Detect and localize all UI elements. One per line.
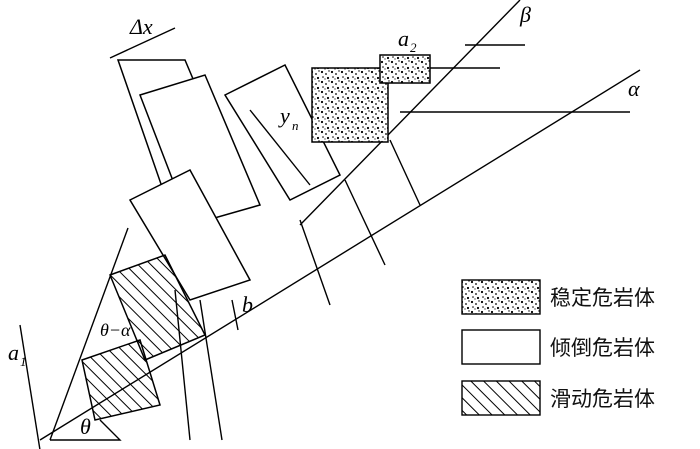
dimensions — [19, 27, 311, 449]
label-yn-sub: n — [292, 118, 299, 133]
label-theta: θ — [80, 414, 91, 439]
joint-line-3 — [299, 219, 331, 306]
label-yn: y — [278, 103, 290, 128]
label-a2-sub: 2 — [410, 40, 417, 55]
b-dim — [231, 299, 239, 331]
legend-swatch-sliding — [461, 380, 541, 416]
delta-x-dim — [109, 27, 176, 59]
sliding-block-lower — [81, 339, 161, 421]
label-b: b — [242, 292, 253, 317]
label-a1-sub: 1 — [20, 354, 27, 369]
theta-ray — [49, 227, 129, 441]
theta-base — [50, 419, 122, 441]
label-delta-x: Δx — [129, 14, 153, 39]
legend-label-sliding: 滑动危岩体 — [550, 387, 655, 411]
label-alpha: α — [628, 76, 640, 101]
label-theta-minus-alpha: θ−α — [100, 320, 131, 340]
legend-swatch-toppling — [461, 329, 541, 365]
toppling-block-4 — [223, 63, 342, 201]
label-a1: a — [8, 340, 19, 365]
yn-dim — [249, 109, 311, 186]
symbol-labels: Δx a 2 y n b α β a 1 θ−α θ — [8, 2, 640, 439]
joint-line-5 — [389, 139, 421, 206]
joint-line-4 — [344, 179, 386, 266]
legend-label-stable: 稳定危岩体 — [550, 286, 655, 310]
sliding-block-upper — [109, 254, 207, 361]
joint-line-2 — [199, 299, 223, 441]
legend-label-toppling: 倾倒危岩体 — [550, 336, 655, 360]
stable-block — [311, 67, 389, 143]
label-beta: β — [519, 2, 531, 27]
stable-block-group — [311, 54, 431, 143]
sliding-block-group — [81, 254, 207, 421]
stable-block-small — [379, 54, 431, 84]
legend-swatch-stable — [461, 279, 541, 315]
toppling-blocks — [116, 59, 342, 301]
label-a2: a — [398, 26, 409, 51]
a1-dim — [19, 324, 41, 449]
legend: 稳定危岩体 倾倒危岩体 滑动危岩体 — [461, 279, 655, 416]
